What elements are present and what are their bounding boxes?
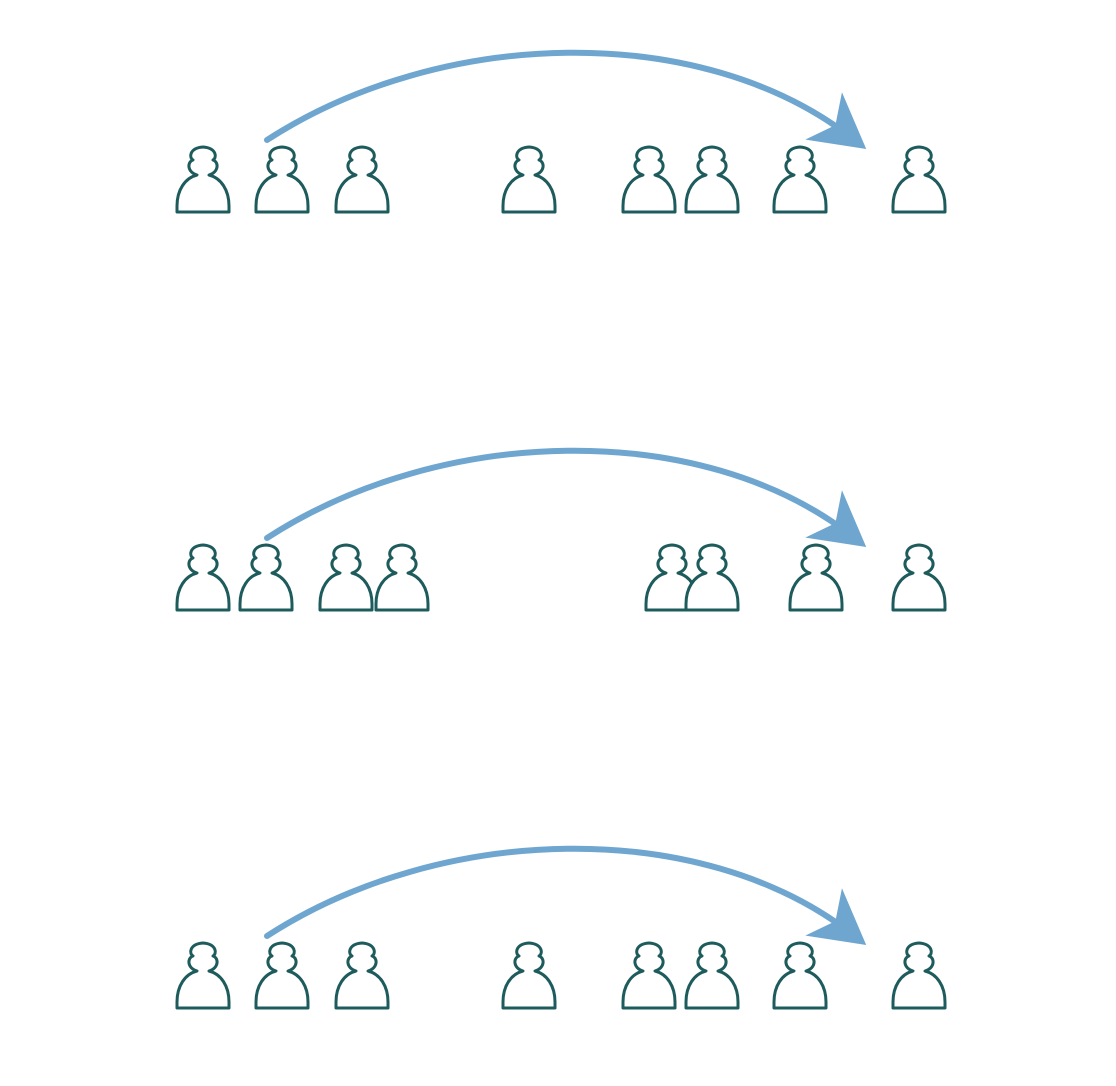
pawn-icon [175, 145, 231, 214]
pawn-icon [501, 941, 557, 1010]
pawn-icon [254, 145, 310, 214]
pawn-icon [334, 941, 390, 1010]
pawn-row-1 [175, 49, 947, 214]
pawn-icon [254, 941, 310, 1010]
move-arrow [264, 845, 867, 946]
pawn-icon [788, 543, 844, 612]
pawn-icon [891, 941, 947, 1010]
pawn-icon [621, 145, 677, 214]
pawn-icon [621, 941, 677, 1010]
move-arrow [264, 49, 867, 150]
pawn-icon [684, 145, 740, 214]
pawn-icon [772, 941, 828, 1010]
move-arrow [264, 447, 867, 548]
pawn-row-2 [175, 447, 947, 612]
pawn-icon [501, 145, 557, 214]
pawn-icon [318, 543, 374, 612]
pawn-row-3 [175, 845, 947, 1010]
pawn-icon [684, 941, 740, 1010]
pawn-icon [684, 543, 740, 612]
pawn-icon [374, 543, 430, 612]
pawn-icon [175, 941, 231, 1010]
pawn-icon [238, 543, 294, 612]
pawn-icon [891, 145, 947, 214]
pawn-icon [175, 543, 231, 612]
pawn-icon [891, 543, 947, 612]
pawn-icon [772, 145, 828, 214]
pawn-icon [334, 145, 390, 214]
